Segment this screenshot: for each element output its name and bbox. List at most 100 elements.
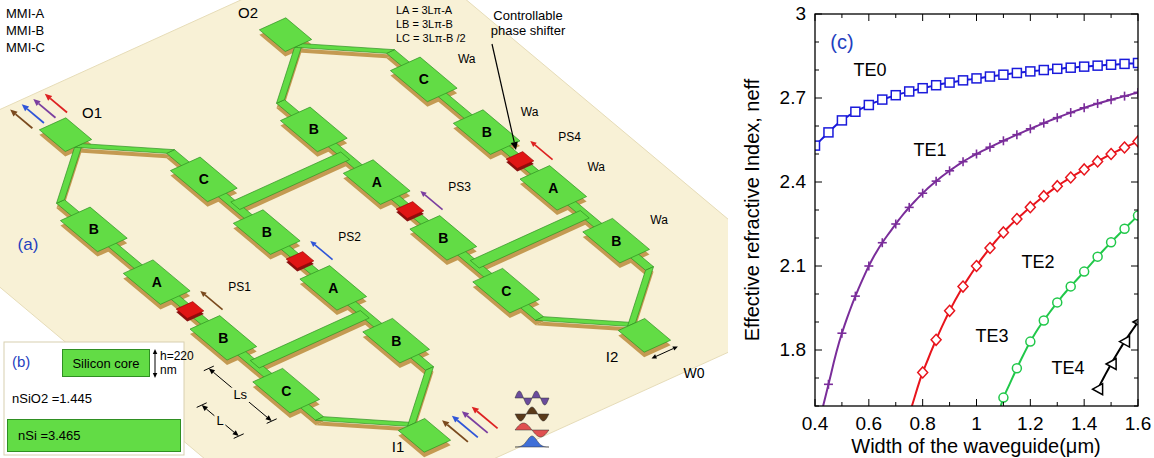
data-marker	[1026, 67, 1035, 76]
height-dimension	[155, 354, 156, 373]
axis-tick	[922, 14, 923, 21]
mmi-letter: B	[262, 224, 272, 240]
data-marker	[918, 367, 928, 378]
data-marker	[1039, 66, 1048, 75]
mmi-letter: B	[89, 221, 99, 237]
data-marker	[945, 305, 955, 316]
axis-tick	[868, 399, 869, 406]
mmi-letter: B	[218, 330, 228, 346]
input-arrow-head	[452, 416, 459, 423]
height-dimension-head	[153, 349, 158, 354]
mmi-letter: B	[482, 124, 492, 140]
data-marker	[815, 141, 820, 150]
axis-tick	[1111, 402, 1112, 406]
axis-tick	[1057, 402, 1058, 406]
axis-tick	[815, 98, 822, 99]
data-marker	[1039, 191, 1049, 202]
axis-tick	[1134, 126, 1138, 127]
axis-tick	[1084, 14, 1085, 21]
data-marker	[1039, 316, 1048, 325]
axis-tick	[1134, 42, 1138, 43]
mode-profile-icon	[515, 423, 549, 437]
data-marker	[972, 261, 982, 272]
waveguide-top	[470, 211, 589, 269]
length-dimension	[206, 409, 234, 432]
axis-tick	[815, 238, 819, 239]
mode-profile-icon	[515, 391, 549, 405]
data-marker	[1120, 336, 1130, 347]
axis-tick	[815, 14, 822, 15]
waveguide-top	[408, 367, 434, 427]
data-marker	[1080, 62, 1089, 71]
signal-arrow	[425, 195, 443, 210]
waveguide-top	[57, 144, 83, 204]
curve-label: TE3	[975, 326, 1008, 347]
width-label: Wa	[458, 53, 476, 67]
waveguide-top	[123, 260, 190, 305]
curve-label: TE2	[1021, 252, 1054, 273]
data-marker	[1110, 95, 1112, 104]
phase-shifter	[176, 302, 204, 319]
length-dimension-head	[202, 405, 208, 411]
waveguide-top	[363, 318, 430, 363]
waveguide-top	[316, 417, 416, 427]
data-marker	[932, 81, 941, 90]
data-marker	[1133, 136, 1138, 147]
data-marker	[1093, 61, 1102, 70]
data-marker	[935, 177, 937, 186]
axis-tick	[1134, 322, 1138, 323]
waveguide-top	[473, 268, 540, 313]
data-marker	[828, 380, 830, 389]
tick-label: 2.1	[780, 255, 806, 277]
axis-tick	[895, 14, 896, 18]
output-arrow-head	[33, 99, 40, 106]
tick-label: 3	[795, 3, 806, 25]
plot-area	[815, 59, 1138, 407]
data-marker	[1133, 317, 1138, 328]
data-marker	[1053, 64, 1062, 73]
axis-tick	[1134, 378, 1138, 379]
input-arrow-head	[462, 411, 469, 418]
length-dimension-head	[232, 430, 238, 436]
tick-label: 2.4	[780, 171, 806, 193]
height-dimension-head	[153, 373, 158, 378]
data-marker	[949, 166, 951, 175]
core-block: Silicon core	[62, 349, 150, 377]
waveguide-top	[390, 57, 457, 102]
phase-shifter-label: PS3	[448, 181, 471, 195]
data-marker	[1012, 214, 1022, 225]
data-marker	[1134, 59, 1138, 68]
data-marker	[985, 243, 995, 254]
data-marker	[1120, 224, 1129, 233]
data-marker	[1052, 181, 1062, 192]
tick-label: 2.7	[780, 87, 806, 109]
data-marker	[1066, 172, 1076, 183]
data-marker	[1066, 282, 1075, 291]
axis-tick	[815, 70, 819, 71]
data-marker	[999, 393, 1008, 402]
axis-tick	[949, 402, 950, 406]
signal-arrow	[535, 145, 553, 160]
length-dimension-head	[265, 415, 271, 421]
axis-tick	[1138, 14, 1139, 21]
waveguide-top	[300, 266, 367, 311]
axis-tick	[1134, 154, 1138, 155]
axis-tick	[815, 322, 819, 323]
axis-tick	[895, 402, 896, 406]
output-arrow-head	[45, 94, 52, 101]
panel-label: (a)	[18, 235, 39, 255]
output-arrow-head	[10, 110, 17, 117]
output-arrow	[27, 109, 44, 123]
input-arrow-head	[442, 420, 449, 427]
width-label: Wa	[650, 214, 668, 228]
data-marker	[1003, 136, 1005, 145]
axis-tick	[1131, 182, 1138, 183]
axis-tick	[1138, 399, 1139, 406]
data-marker	[855, 292, 857, 301]
axis-tick	[1134, 238, 1138, 239]
panel-label: (b)	[12, 353, 30, 370]
phase-shifter-label: PS1	[228, 281, 251, 295]
data-marker	[959, 76, 968, 85]
data-marker	[891, 91, 900, 100]
